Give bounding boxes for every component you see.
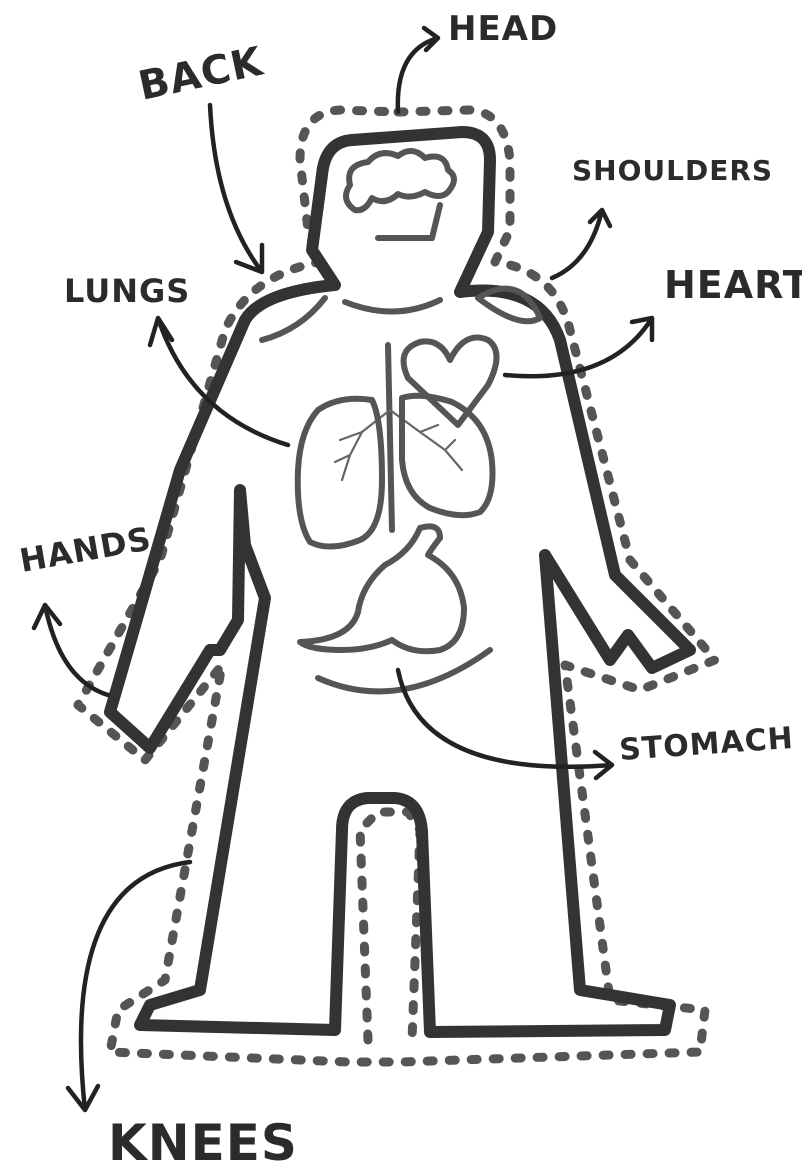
leg-gap-aura bbox=[360, 812, 420, 1040]
shoulders-arrow bbox=[552, 210, 610, 278]
label-stomach: STOMACH bbox=[618, 721, 795, 768]
label-back: BACK bbox=[135, 38, 269, 109]
label-shoulders: SHOULDERS bbox=[572, 154, 773, 187]
back-arrow bbox=[210, 105, 262, 272]
body-outline bbox=[110, 132, 690, 1032]
left-lung bbox=[298, 399, 382, 547]
collarbone bbox=[345, 300, 440, 312]
label-hands: HANDS bbox=[17, 519, 155, 580]
label-heart: HEART bbox=[664, 263, 802, 307]
knees-arrow bbox=[68, 862, 190, 1110]
stomach-arrow bbox=[398, 670, 612, 778]
mouth bbox=[378, 205, 440, 238]
label-lungs: LUNGS bbox=[64, 272, 190, 310]
label-head: HEAD bbox=[448, 9, 558, 49]
trachea bbox=[388, 345, 392, 530]
label-knees: KNEES bbox=[108, 1114, 298, 1169]
heart-organ bbox=[404, 338, 497, 426]
head-arrow bbox=[398, 28, 438, 112]
hands-arrow bbox=[34, 605, 108, 695]
bronchi bbox=[335, 410, 462, 480]
brain-cloud bbox=[346, 151, 454, 210]
